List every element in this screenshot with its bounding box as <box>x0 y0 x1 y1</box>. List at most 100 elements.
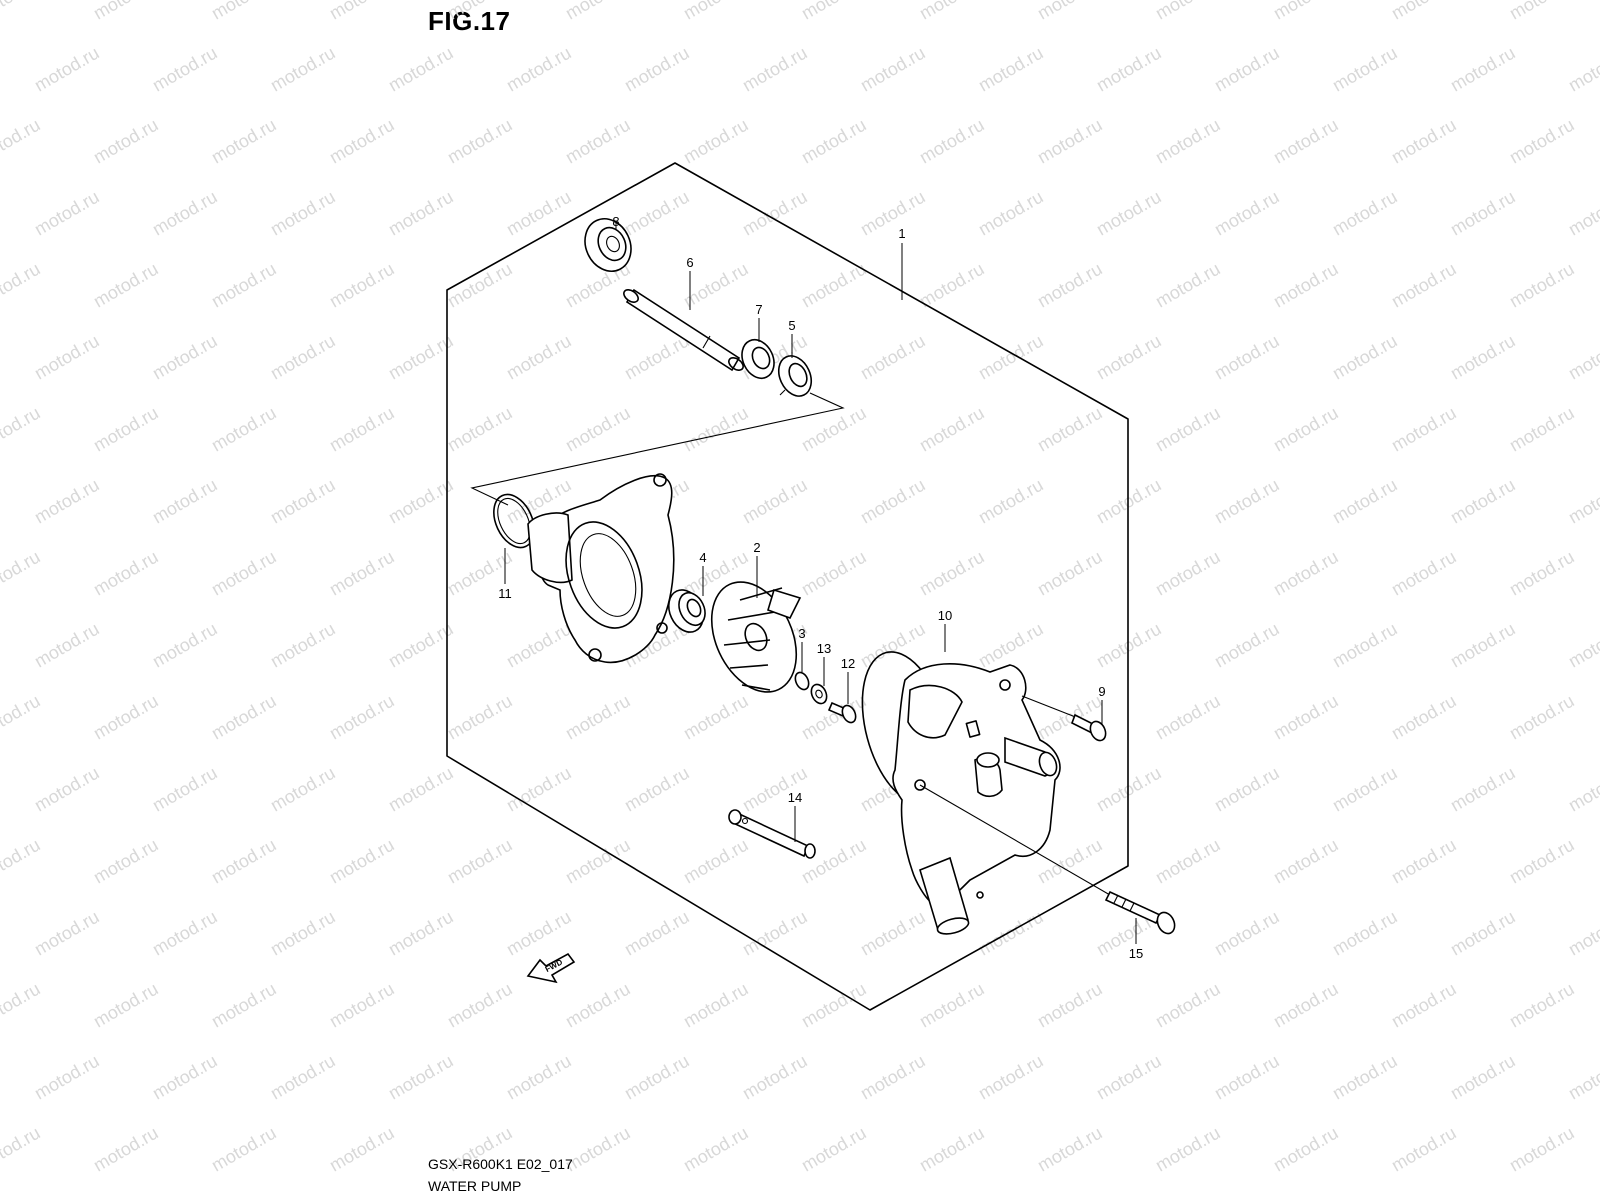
watermark-text: motod.ru <box>267 43 339 96</box>
watermark-text: motod.ru <box>1329 187 1401 240</box>
watermark-text: motod.ru <box>1270 547 1342 600</box>
forward-direction-arrow: FWD <box>526 952 576 984</box>
watermark-text: motod.ru <box>1565 187 1600 240</box>
watermark-text: motod.ru <box>975 475 1047 528</box>
watermark-text: motod.ru <box>1447 763 1519 816</box>
watermark-text: motod.ru <box>326 403 398 456</box>
watermark-text: motod.ru <box>1093 1195 1165 1200</box>
watermark-text: motod.ru <box>857 475 929 528</box>
callout-7: 7 <box>755 302 762 317</box>
watermark-text: motod.ru <box>326 979 398 1032</box>
watermark-text: motod.ru <box>857 907 929 960</box>
watermark-text: motod.ru <box>90 403 162 456</box>
watermark-text: motod.ru <box>1034 1123 1106 1176</box>
watermark-text: motod.ru <box>267 1051 339 1104</box>
watermark-text: motod.ru <box>1211 43 1283 96</box>
watermark-text: motod.ru <box>503 43 575 96</box>
watermark-text: motod.ru <box>1447 1051 1519 1104</box>
watermark-text: motod.ru <box>798 835 870 888</box>
watermark-text: motod.ru <box>503 907 575 960</box>
watermark-text: motod.ru <box>1152 547 1224 600</box>
watermark-text: motod.ru <box>1447 187 1519 240</box>
watermark-text: motod.ru <box>385 475 457 528</box>
watermark-text: motod.ru <box>1388 979 1460 1032</box>
watermark-text: motod.ru <box>444 835 516 888</box>
watermark-text: motod.ru <box>0 691 44 744</box>
watermark-text: motod.ru <box>798 115 870 168</box>
watermark-text: motod.ru <box>916 547 988 600</box>
watermark-text: motod.ru <box>1152 259 1224 312</box>
watermark-text: motod.ru <box>326 691 398 744</box>
watermark-text: motod.ru <box>1211 619 1283 672</box>
watermark-text: motod.ru <box>1388 835 1460 888</box>
callout-10: 10 <box>938 608 952 623</box>
leader-lines <box>504 222 1137 944</box>
watermark-text: motod.ru <box>562 979 634 1032</box>
callout-labels: 1 2 3 4 5 6 7 8 9 10 11 12 13 14 15 <box>498 214 1143 961</box>
watermark-text: motod.ru <box>1093 43 1165 96</box>
watermark-text: motod.ru <box>621 907 693 960</box>
watermark-text: motod.ru <box>31 763 103 816</box>
watermark-text: motod.ru <box>503 331 575 384</box>
watermark-text: motod.ru <box>1152 835 1224 888</box>
watermark-text: motod.ru <box>385 1051 457 1104</box>
watermark-text: motod.ru <box>208 979 280 1032</box>
watermark-text: motod.ru <box>621 1051 693 1104</box>
watermark-text: motod.ru <box>1506 547 1578 600</box>
watermark-text: motod.ru <box>149 475 221 528</box>
watermark-text: motod.ru <box>1211 475 1283 528</box>
water-pump-cover <box>892 663 1061 935</box>
watermark-text: motod.ru <box>1506 835 1578 888</box>
watermark-text: motod.ru <box>149 619 221 672</box>
watermark-text: motod.ru <box>798 1123 870 1176</box>
watermark-text: motod.ru <box>1329 763 1401 816</box>
watermark-text: motod.ru <box>857 1051 929 1104</box>
watermark-text: motod.ru <box>1270 0 1342 23</box>
watermark-text: motod.ru <box>1093 187 1165 240</box>
watermark-text: motod.ru <box>1329 907 1401 960</box>
watermark-text: motod.ru <box>1506 259 1578 312</box>
watermark-text: motod.ru <box>916 403 988 456</box>
watermark-text: motod.ru <box>621 187 693 240</box>
watermark-text: motod.ru <box>90 1123 162 1176</box>
watermark-text: motod.ru <box>739 475 811 528</box>
watermark-text: motod.ru <box>149 763 221 816</box>
watermark-text: motod.ru <box>503 763 575 816</box>
watermark-text: motod.ru <box>1034 547 1106 600</box>
watermark-text: motod.ru <box>1152 0 1224 23</box>
watermark-text: motod.ru <box>326 0 398 23</box>
watermark-text: motod.ru <box>1565 475 1600 528</box>
watermark-text: motod.ru <box>267 331 339 384</box>
watermark-text: motod.ru <box>739 907 811 960</box>
watermark-text: motod.ru <box>385 763 457 816</box>
watermark-text: motod.ru <box>1565 619 1600 672</box>
watermark-text: motod.ru <box>208 403 280 456</box>
watermark-text: motod.ru <box>1211 907 1283 960</box>
watermark-text: motod.ru <box>208 0 280 23</box>
watermark-text: motod.ru <box>326 547 398 600</box>
watermark-text: motod.ru <box>444 0 516 23</box>
watermark-text: motod.ru <box>680 979 752 1032</box>
callout-14: 14 <box>788 790 802 805</box>
watermark-text: motod.ru <box>90 835 162 888</box>
callout-4: 4 <box>699 550 706 565</box>
watermark-text: motod.ru <box>680 115 752 168</box>
watermark-text: motod.ru <box>621 43 693 96</box>
watermark-text: motod.ru <box>0 835 44 888</box>
watermark-text: motod.ru <box>1388 259 1460 312</box>
watermark-text: motod.ru <box>90 979 162 1032</box>
callout-9: 9 <box>1098 684 1105 699</box>
bearing-part-7 <box>741 338 775 380</box>
watermark-text: motod.ru <box>31 43 103 96</box>
watermark-text: motod.ru <box>0 979 44 1032</box>
watermark-text: motod.ru <box>1329 619 1401 672</box>
impeller-part-2 <box>710 581 802 693</box>
watermark-text: motod.ru <box>149 907 221 960</box>
watermark-text: motod.ru <box>975 619 1047 672</box>
watermark-text: motod.ru <box>444 979 516 1032</box>
watermark-text: motod.ru <box>1388 403 1460 456</box>
water-pump-body <box>527 473 675 664</box>
callout-2: 2 <box>753 540 760 555</box>
watermark-text: motod.ru <box>503 619 575 672</box>
